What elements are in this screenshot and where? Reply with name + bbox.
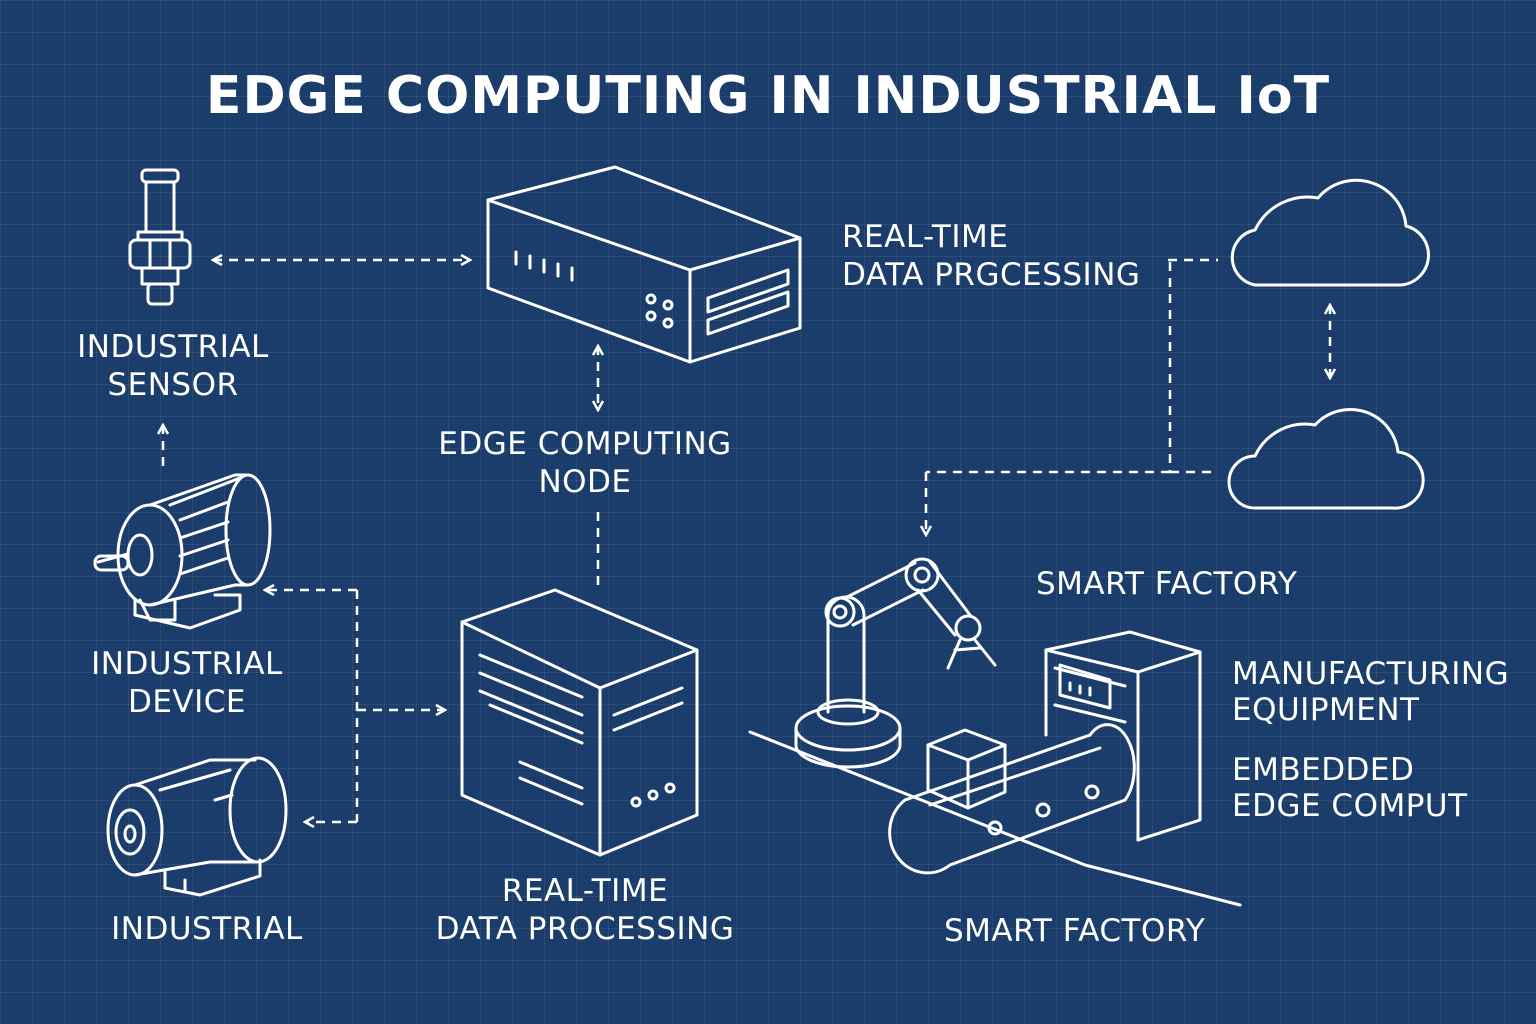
label-line: REAL-TIME	[842, 219, 1009, 255]
label-line: EMBEDDED	[1232, 752, 1415, 788]
label-embedded-edge: EMBEDDED EDGE COMPUT	[1232, 752, 1468, 824]
label-line: INDUSTRIAL	[77, 329, 269, 365]
edge-node-icon	[486, 165, 802, 364]
server-icon	[460, 588, 699, 857]
label-line: MANUFACTURING	[1232, 656, 1510, 692]
label-manufacturing-equipment: MANUFACTURING EQUIPMENT	[1232, 656, 1509, 728]
sensor-icon	[128, 168, 192, 306]
label-line: EDGE COMPUTING	[438, 426, 732, 462]
label-edge-computing-node: EDGE COMPUTING NODE	[420, 425, 750, 501]
motor-icon	[106, 756, 288, 897]
robot-arm-icon	[794, 557, 997, 769]
label-realtime-top: REAL-TIME DATA PRGCESSING	[842, 218, 1140, 294]
label-line: EQUIPMENT	[1232, 692, 1420, 728]
label-industrial: INDUSTRIAL	[111, 911, 303, 947]
cloud-icon	[1230, 178, 1430, 287]
label-line: INDUSTRIAL	[91, 646, 283, 682]
label-line: DATA PROCESSING	[435, 911, 735, 947]
cloud-icon	[1227, 408, 1425, 510]
label-smart-factory-bottom: SMART FACTORY	[944, 913, 1206, 949]
label-line: EDGE COMPUT	[1232, 788, 1468, 824]
page-title: EDGE COMPUTING IN INDUSTRIAL IoT	[205, 66, 1331, 126]
label-line: DATA PRGCESSING	[842, 257, 1141, 293]
label-line: REAL-TIME	[501, 873, 669, 909]
label-realtime-bottom: REAL-TIME DATA PROCESSING	[415, 872, 755, 948]
label-industrial-device: INDUSTRIAL DEVICE	[72, 645, 302, 721]
label-line: DEVICE	[127, 684, 247, 720]
motor-icon	[93, 473, 272, 630]
label-line: SENSOR	[107, 367, 239, 403]
label-line: NODE	[538, 464, 632, 500]
label-smart-factory-top: SMART FACTORY	[1036, 566, 1298, 602]
conveyor-icon	[748, 723, 1242, 907]
label-industrial-sensor: INDUSTRIAL SENSOR	[58, 328, 288, 404]
machine-cabinet-icon	[1044, 630, 1202, 842]
